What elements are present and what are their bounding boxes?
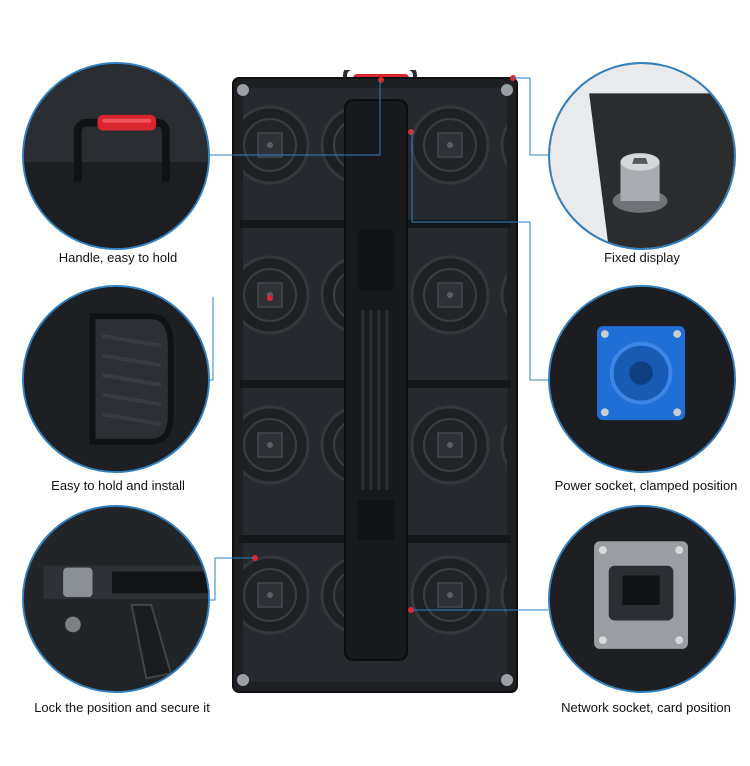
side-handle-detail-circle <box>22 285 210 473</box>
caption-fixed: Fixed display <box>604 250 680 265</box>
caption-power: Power socket, clamped position <box>554 478 738 493</box>
network-socket-detail-circle <box>548 505 736 693</box>
caption-lock: Lock the position and secure it <box>34 700 210 715</box>
fixed-detail-circle <box>548 62 736 250</box>
power-socket-detail-circle <box>548 285 736 473</box>
handle-detail-icon <box>24 64 208 248</box>
lock-detail-circle <box>22 505 210 693</box>
caption-network: Network socket, card position <box>561 700 731 715</box>
handle-detail-circle <box>22 62 210 250</box>
caption-handle: Handle, easy to hold <box>58 250 178 265</box>
lock-latch-detail-icon <box>24 507 208 691</box>
screw-detail-icon <box>550 64 734 248</box>
side-handle-detail-icon <box>24 287 208 471</box>
caption-easy-hold: Easy to hold and install <box>51 478 185 493</box>
power-socket-detail-icon <box>550 287 734 471</box>
network-socket-detail-icon <box>550 507 734 691</box>
led-cabinet-back <box>225 70 525 700</box>
cabinet-illustration <box>232 70 518 693</box>
